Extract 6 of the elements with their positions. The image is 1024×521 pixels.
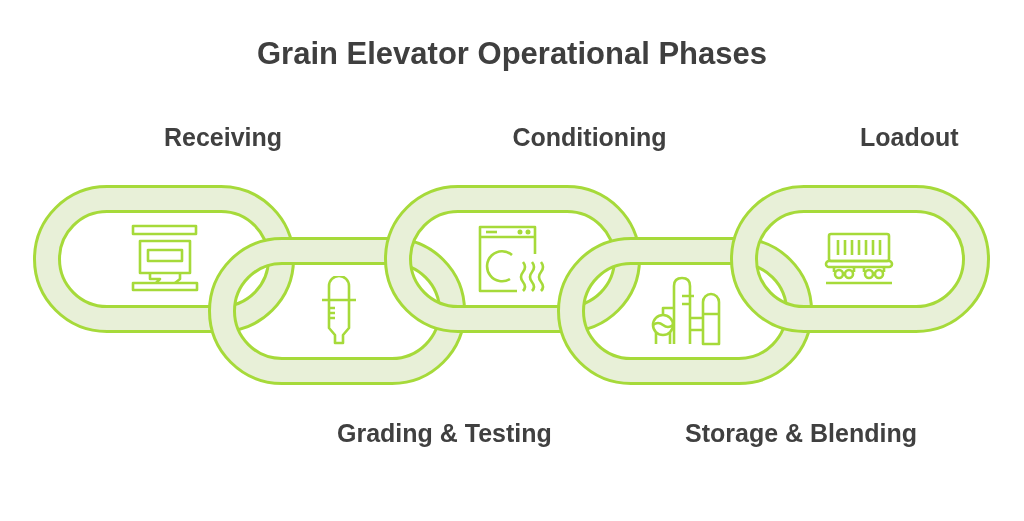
title: Grain Elevator Operational Phases bbox=[257, 36, 767, 71]
phase-heading: Receiving bbox=[164, 122, 283, 152]
phase-heading: Loadout bbox=[860, 122, 959, 152]
phase-heading: Storage & Blending bbox=[685, 418, 917, 448]
phase-heading: Conditioning bbox=[512, 122, 667, 152]
phase-heading: Grading & Testing bbox=[337, 418, 552, 448]
